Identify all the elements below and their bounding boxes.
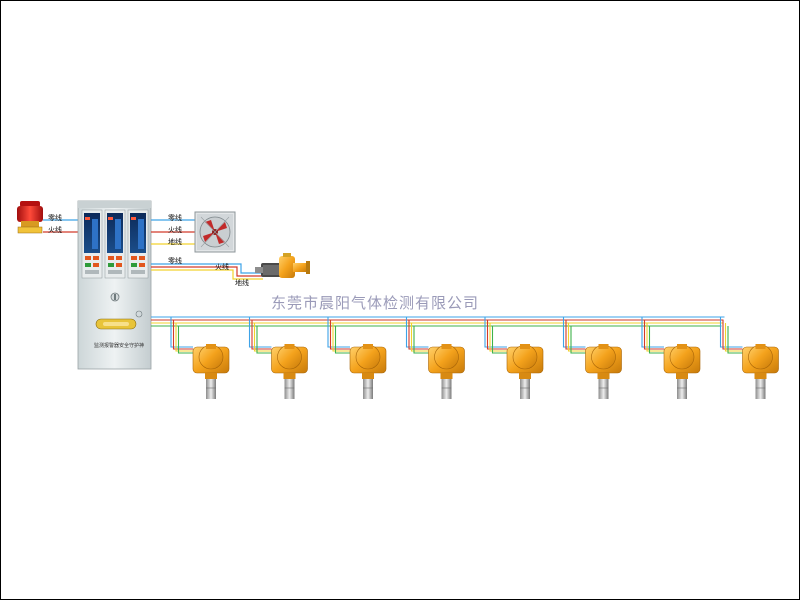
detector-drop-wire	[170, 317, 193, 348]
detector-drop-wire	[327, 317, 350, 348]
valve-wires	[151, 263, 263, 280]
gas-detector-icon	[271, 344, 308, 399]
detector-drop-wire	[253, 323, 272, 352]
fan-wires	[151, 219, 195, 245]
valve-neutral-label: 零线	[168, 257, 182, 265]
valve-ground-label: 地线	[235, 279, 249, 287]
detector-drop-wire	[646, 323, 664, 352]
alarm-strobe-icon	[17, 201, 43, 234]
detector-drop-wire	[727, 326, 743, 354]
gas-detector-icon	[506, 344, 544, 399]
detector-drop-wire	[256, 326, 272, 354]
gas-detector-icon	[742, 344, 779, 399]
detector-drop-wire	[334, 326, 350, 354]
gas-detector-icon	[428, 344, 465, 399]
controller-caption-right: 安全守护神	[119, 343, 145, 349]
controller-caption-left: 监测报警器	[94, 343, 120, 349]
detector-drop-wire	[172, 320, 193, 350]
fan-neutral-label: 零线	[168, 214, 182, 222]
strobe-live-label: 火线	[48, 226, 62, 234]
detector-drop-wire	[177, 326, 193, 354]
detector-drop-wire	[405, 317, 429, 348]
fan-ground-label: 地线	[168, 238, 182, 246]
channel-module	[81, 209, 103, 279]
gas-detector-icon	[192, 344, 230, 399]
detector-bus	[151, 316, 743, 354]
channel-module	[104, 209, 126, 279]
detector-drop-wire	[719, 317, 743, 348]
fan-live-label: 火线	[168, 226, 182, 234]
company-watermark: 东莞市晨阳气体检测有限公司	[271, 294, 480, 312]
detector-drop-wire	[724, 323, 743, 352]
detector-drop-wire	[329, 320, 350, 350]
detector-drop-wire	[413, 326, 429, 354]
exhaust-fan-icon	[194, 211, 236, 253]
detector-drop-wire	[562, 317, 586, 348]
detector-drop-wire	[567, 323, 586, 352]
detector-drop-wire	[491, 326, 507, 354]
strobe-wires	[43, 219, 78, 233]
detector-drop-wire	[489, 323, 507, 352]
detector-drop-wire	[175, 323, 193, 352]
gas-detector-icon	[585, 344, 622, 399]
detector-drop-wire	[565, 320, 586, 350]
solenoid-valve-icon	[255, 253, 310, 278]
strobe-neutral-label: 零线	[48, 214, 62, 222]
detector-drop-wire	[332, 323, 350, 352]
detector-drop-wire	[648, 326, 664, 354]
detector-drop-wire	[643, 320, 664, 350]
detector-drop-wire	[722, 320, 743, 350]
detector-drop-wire	[248, 317, 272, 348]
detector-drop-wire	[486, 320, 507, 350]
gas-detector-icon	[349, 344, 387, 399]
alarm-controller	[77, 200, 152, 370]
detector-drop-wire	[251, 320, 272, 350]
detector-drop-wire	[484, 317, 507, 348]
detector-array	[192, 344, 779, 399]
detector-drop-wire	[570, 326, 586, 354]
detector-drop-wire	[641, 317, 664, 348]
gas-detector-icon	[663, 344, 701, 399]
detector-drop-wire	[410, 323, 429, 352]
channel-module	[127, 209, 149, 279]
detector-drop-wire	[408, 320, 429, 350]
valve-live-label: 火线	[215, 263, 229, 271]
